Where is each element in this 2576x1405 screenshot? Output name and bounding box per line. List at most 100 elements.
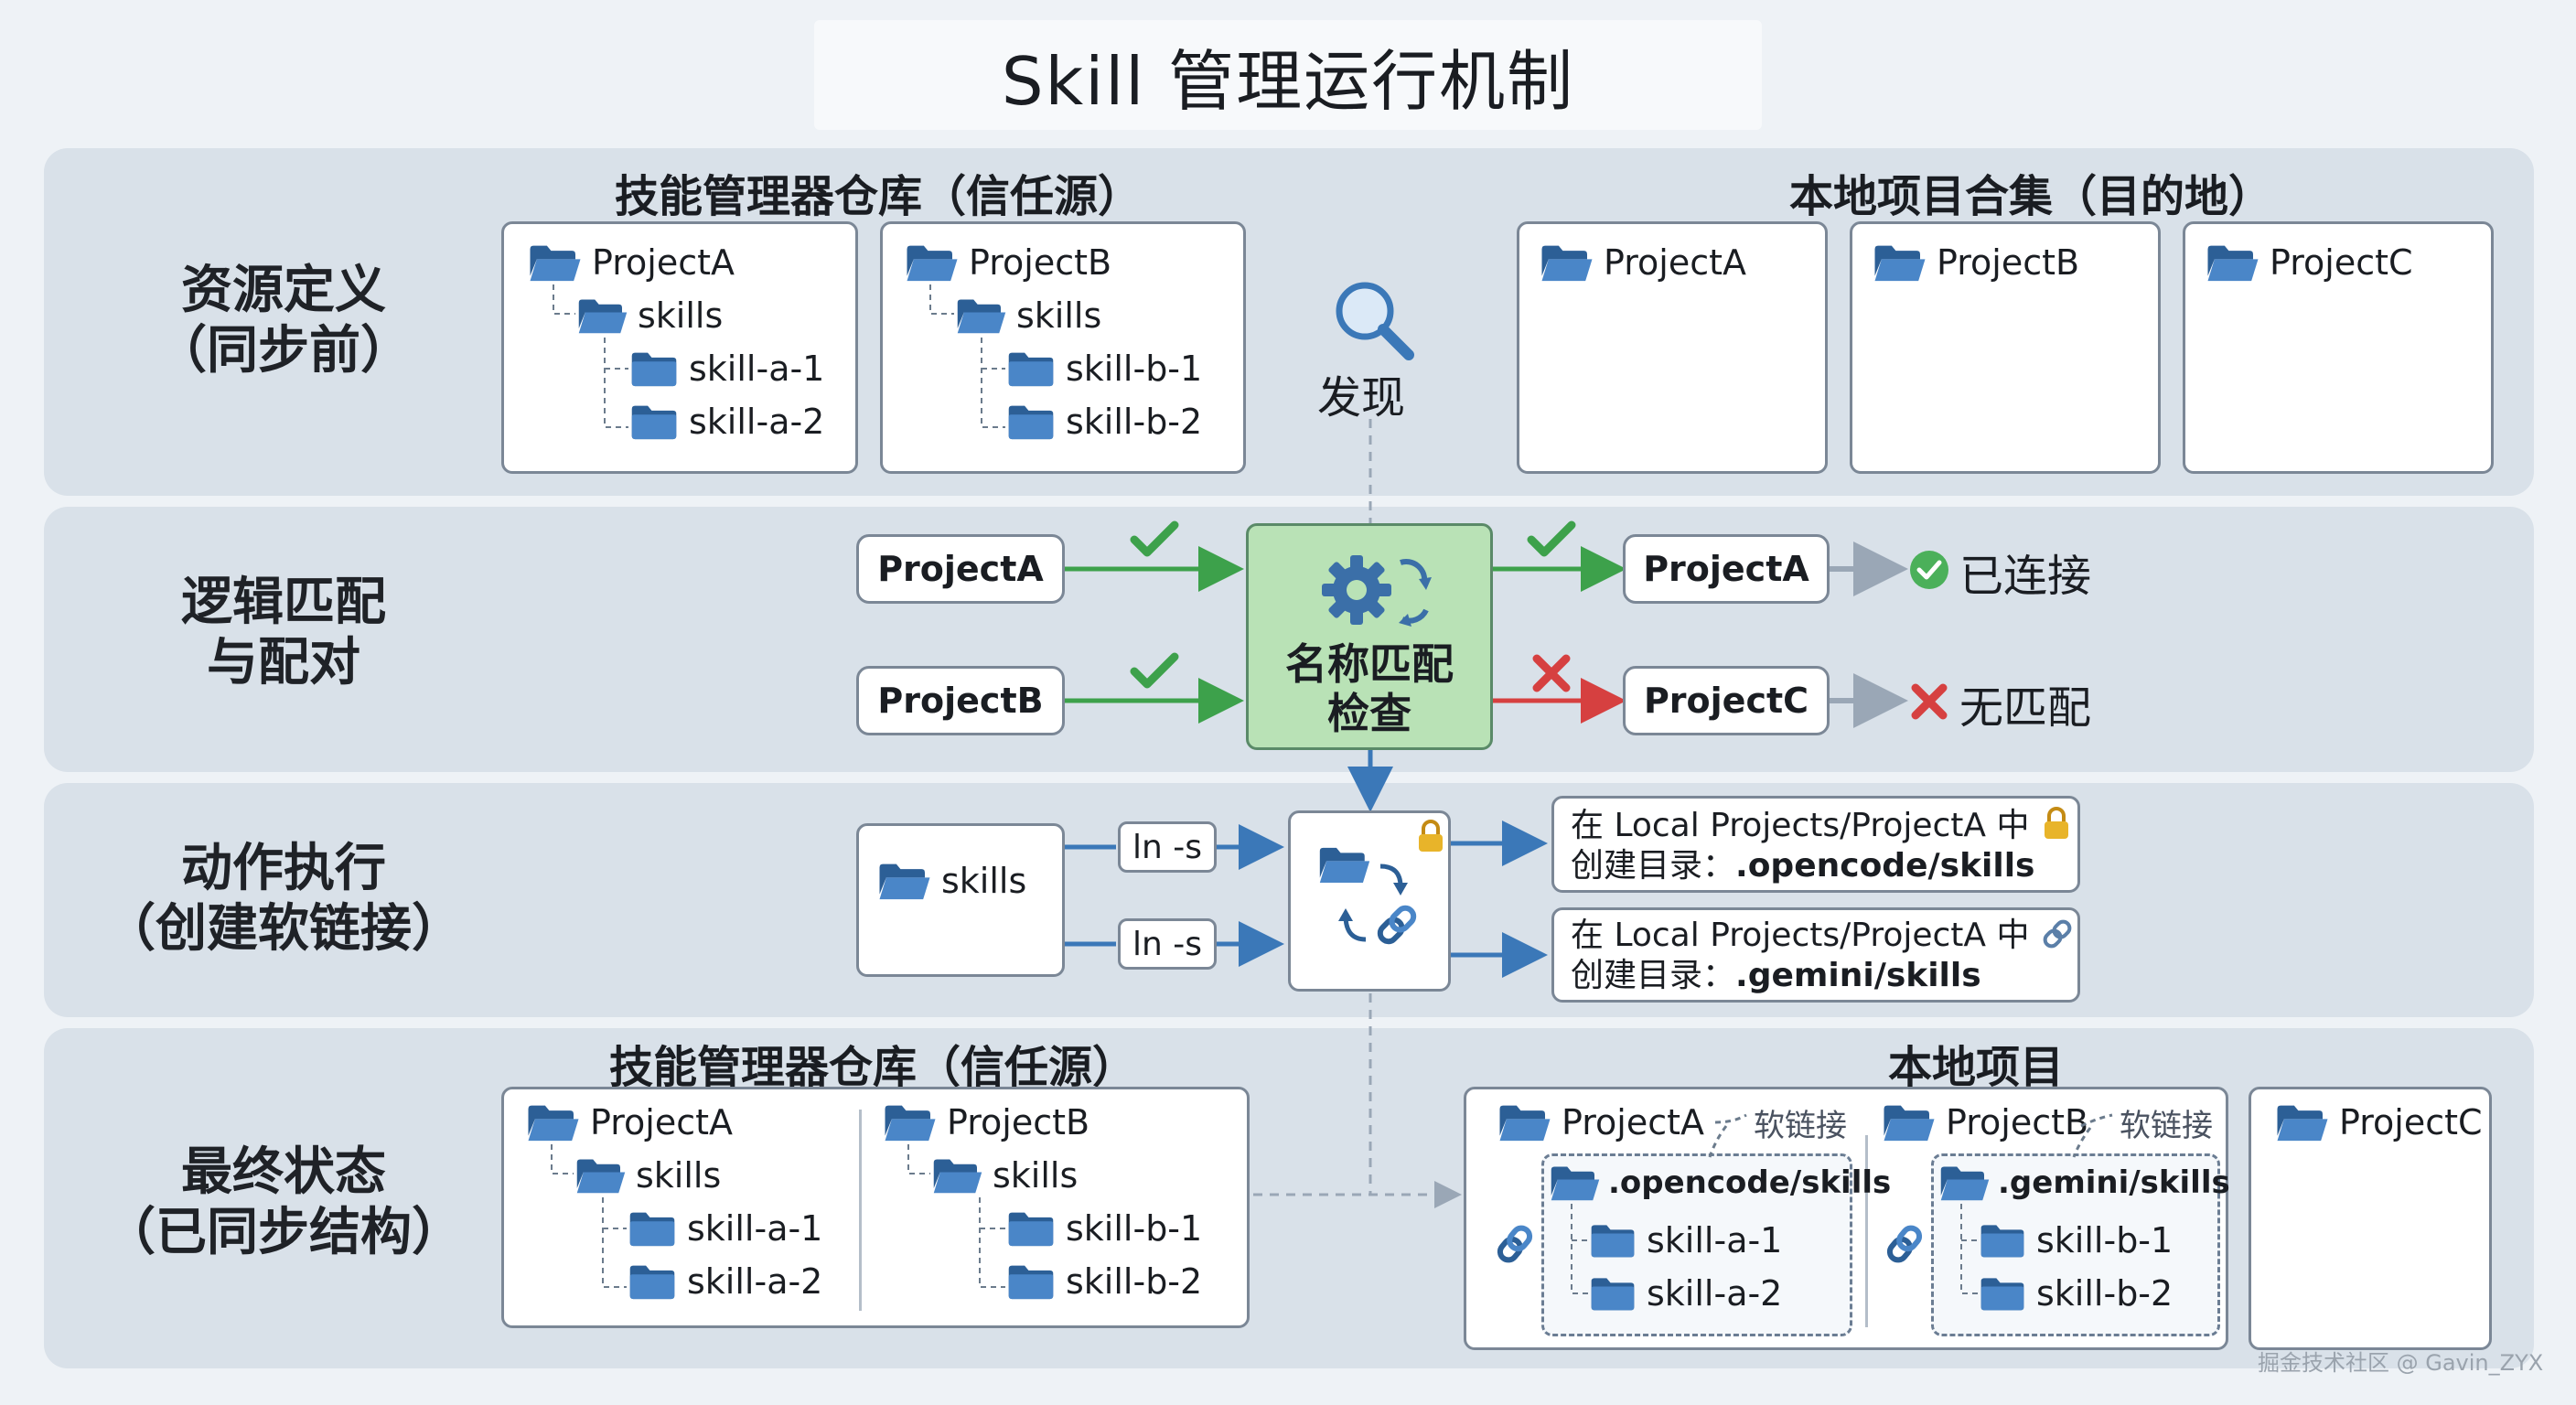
opencode-skills-group: .opencode/skills skill-a-1 skill-a-2 bbox=[1541, 1153, 1891, 1336]
final-local-project-c-card: ProjectC bbox=[2249, 1087, 2492, 1350]
tree-row[interactable]: skills bbox=[577, 295, 723, 336]
tree-label: skill-b-2 bbox=[1066, 402, 1203, 442]
tree-label: skill-a-2 bbox=[687, 1261, 823, 1302]
tree-connectors bbox=[929, 284, 1005, 428]
check-icon bbox=[1527, 520, 1576, 557]
tree-row[interactable]: skill-b-1 bbox=[1007, 349, 1202, 389]
symlink-label-b: 软链接 bbox=[2120, 1108, 2213, 1144]
tree-label: ProjectA bbox=[1562, 1102, 1705, 1142]
tree-row[interactable]: skill-b-1 bbox=[1980, 1220, 2173, 1260]
link-icon bbox=[1497, 1225, 1533, 1263]
tree-label: ProjectC bbox=[2339, 1102, 2483, 1142]
tree-row[interactable]: skill-b-2 bbox=[1980, 1273, 2173, 1314]
discover-label: 发现 bbox=[1317, 372, 1406, 424]
local-project-c-card: ProjectC bbox=[2183, 221, 2494, 474]
tree-connectors bbox=[551, 1144, 1005, 1288]
tree-row[interactable]: ProjectB bbox=[883, 1102, 1089, 1142]
tree-row[interactable]: ProjectC bbox=[2206, 242, 2413, 283]
tree-row[interactable]: skill-a-1 bbox=[1590, 1220, 1782, 1260]
tree-label: skill-a-1 bbox=[687, 1208, 823, 1249]
create-dir-prefix: 创建目录： bbox=[1571, 847, 1736, 885]
tree-row[interactable]: skill-a-1 bbox=[630, 349, 824, 389]
local-project-a-card: ProjectA bbox=[1517, 221, 1828, 474]
tree-label: skills bbox=[941, 861, 1027, 901]
tree-row[interactable]: skills bbox=[956, 295, 1101, 336]
tree-row[interactable]: ProjectA bbox=[528, 242, 735, 283]
match-right-project-c[interactable]: ProjectC bbox=[1623, 666, 1830, 735]
tree-label: skill-a-2 bbox=[689, 402, 825, 442]
row-label-final: 最终状态 （已同步结构） bbox=[104, 1142, 463, 1262]
link-icon bbox=[1886, 1225, 1923, 1263]
tree-row[interactable]: skill-b-2 bbox=[1007, 402, 1202, 442]
create-gemini-line2: 创建目录：.gemini/skills bbox=[1571, 956, 1981, 996]
tree-row[interactable]: skill-b-2 bbox=[1007, 1261, 1202, 1302]
repo-project-a-card: ProjectA skills skill-a-1 skill-a-2 bbox=[501, 221, 858, 474]
result-no-match: 无匹配 bbox=[1959, 682, 2092, 734]
create-opencode-result: 在 Local Projects/ProjectA 中 创建目录：.openco… bbox=[1551, 796, 2080, 893]
connected-check-icon bbox=[1910, 551, 1948, 589]
tree-row[interactable]: skills bbox=[575, 1155, 721, 1196]
create-opencode-line2: 创建目录：.opencode/skills bbox=[1571, 846, 2034, 886]
tree-label: skill-b-1 bbox=[2036, 1220, 2174, 1260]
tree-row[interactable]: ProjectB bbox=[1873, 242, 2079, 283]
folder-link-icon bbox=[1319, 847, 1417, 945]
tree-label: skills bbox=[638, 295, 724, 336]
cross-icon bbox=[1532, 654, 1571, 692]
tree-row[interactable]: .gemini/skills bbox=[1939, 1164, 2230, 1202]
tree-row[interactable]: ProjectB bbox=[905, 242, 1111, 283]
folder-open-icon bbox=[2275, 1102, 2330, 1142]
folder-open-icon bbox=[877, 861, 932, 901]
tree-label: skills bbox=[1016, 295, 1102, 336]
page-title: Skill 管理运行机制 bbox=[814, 20, 1762, 130]
tree-label: .gemini/skills bbox=[1998, 1164, 2230, 1201]
tree-row[interactable]: skill-a-1 bbox=[628, 1208, 822, 1249]
match-left-project-b[interactable]: ProjectB bbox=[856, 666, 1065, 735]
tree-label: skill-b-1 bbox=[1066, 1208, 1203, 1249]
local-section-title: 本地项目合集（目的地） bbox=[1788, 171, 2272, 222]
tree-row[interactable]: ProjectA bbox=[526, 1102, 733, 1142]
result-connected: 已连接 bbox=[1959, 551, 2092, 602]
tree-label: ProjectB bbox=[1937, 242, 2080, 283]
watermark: 掘金技术社区 @ Gavin_ZYX bbox=[2258, 1350, 2544, 1376]
tree-label: .opencode/skills bbox=[1608, 1164, 1892, 1201]
final-repo-card: ProjectA skills skill-a-1 skill-a-2 Proj… bbox=[501, 1087, 1250, 1328]
row-label-matching: 逻辑匹配 与配对 bbox=[181, 573, 386, 692]
final-local-title: 本地项目 bbox=[1887, 1042, 2064, 1093]
repo-section-title: 技能管理器仓库（信任源） bbox=[614, 171, 1142, 222]
tree-label: skill-a-2 bbox=[1647, 1273, 1783, 1314]
ln-command-1[interactable]: ln -s bbox=[1118, 821, 1217, 873]
ln-command-2[interactable]: ln -s bbox=[1118, 918, 1217, 970]
tree-row[interactable]: ProjectA bbox=[1497, 1102, 1704, 1142]
gemini-skills-group: .gemini/skills skill-b-1 skill-b-2 bbox=[1931, 1153, 2230, 1336]
tree-label: skill-b-2 bbox=[1066, 1261, 1203, 1302]
no-match-cross-icon bbox=[1911, 683, 1948, 720]
repo-project-b-card: ProjectB skills skill-b-1 skill-b-2 bbox=[880, 221, 1246, 474]
tree-row[interactable]: ProjectC bbox=[2275, 1102, 2483, 1142]
match-right-project-a[interactable]: ProjectA bbox=[1623, 534, 1830, 604]
create-opencode-line1: 在 Local Projects/ProjectA 中 bbox=[1571, 807, 2030, 844]
tree-connectors bbox=[1571, 1204, 1588, 1294]
tree-row[interactable]: skills bbox=[877, 861, 1026, 901]
tree-row[interactable]: ProjectB bbox=[1882, 1102, 2088, 1142]
lock-icon bbox=[1419, 820, 1443, 852]
tree-row[interactable]: skill-a-2 bbox=[628, 1261, 822, 1302]
symlink-label-a: 软链接 bbox=[1754, 1108, 1847, 1144]
check-icon bbox=[1130, 520, 1179, 557]
tree-label: skill-b-2 bbox=[2036, 1273, 2174, 1314]
tree-row[interactable]: skill-b-1 bbox=[1007, 1208, 1202, 1249]
tree-connectors bbox=[553, 284, 628, 428]
tree-row[interactable]: skill-a-2 bbox=[630, 402, 824, 442]
search-icon bbox=[1336, 282, 1414, 360]
local-card-divider bbox=[1865, 1135, 1868, 1327]
tree-row[interactable]: skill-a-2 bbox=[1590, 1273, 1782, 1314]
action-source-skills-card: skills bbox=[856, 823, 1065, 977]
opencode-path: .opencode/skills bbox=[1735, 847, 2035, 885]
create-gemini-result: 在 Local Projects/ProjectA 中 创建目录：.gemini… bbox=[1551, 907, 2080, 1003]
gemini-path: .gemini/skills bbox=[1735, 957, 1981, 994]
tree-row[interactable]: ProjectA bbox=[1540, 242, 1746, 283]
tree-row[interactable]: .opencode/skills bbox=[1550, 1164, 1891, 1202]
match-left-project-a[interactable]: ProjectA bbox=[856, 534, 1065, 604]
tree-row[interactable]: skills bbox=[932, 1155, 1078, 1196]
tree-label: skills bbox=[636, 1155, 722, 1196]
